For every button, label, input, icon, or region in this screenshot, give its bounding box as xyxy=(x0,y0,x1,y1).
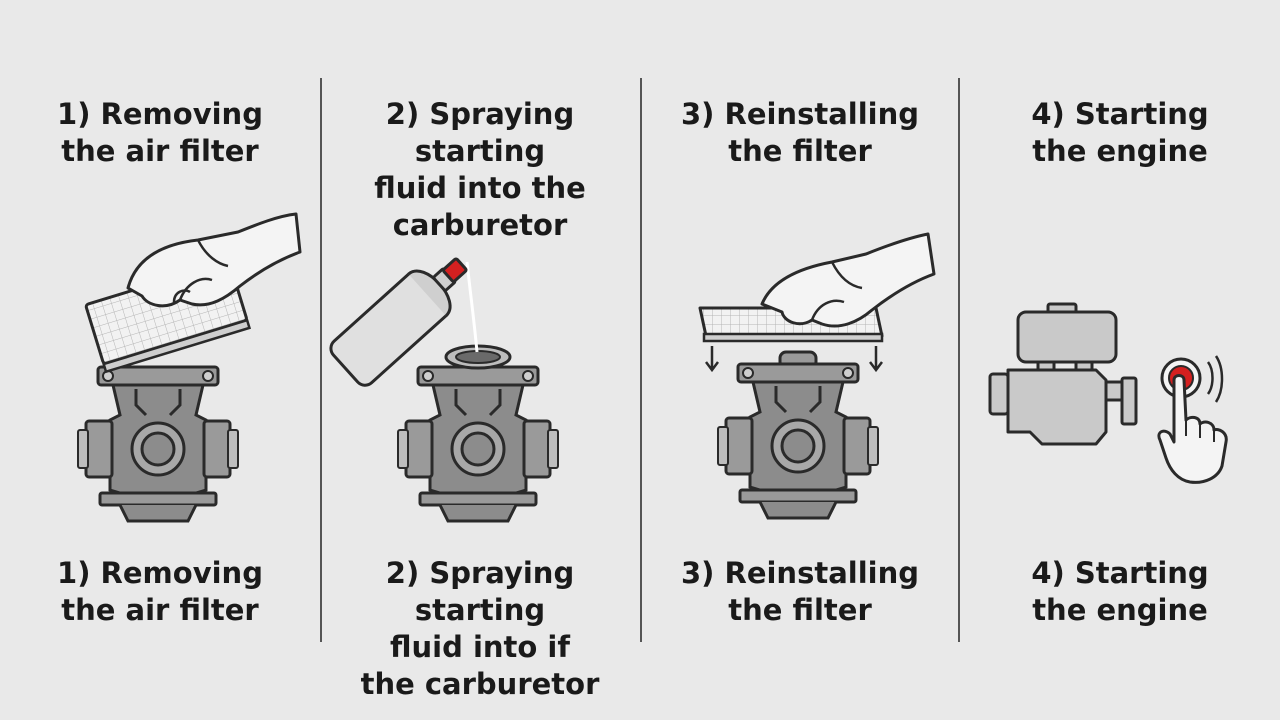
step-caption: 2) Spraying starting fluid into if the c… xyxy=(360,556,600,701)
reinstalling-filter-illustration xyxy=(698,232,936,520)
step-caption: 1) Removing the air filter xyxy=(57,556,263,627)
spray-can-icon xyxy=(329,257,468,387)
down-arrow-icon xyxy=(705,346,883,373)
starting-engine-illustration xyxy=(988,302,1228,484)
carburetor-icon xyxy=(716,350,880,520)
step-title: 4) Starting the engine xyxy=(1031,97,1209,168)
carburetor-icon xyxy=(76,365,240,523)
hand-icon xyxy=(126,212,302,308)
step-panel-2: 2) Spraying starting fluid into the carb… xyxy=(320,0,640,720)
step-caption: 3) Reinstalling the filter xyxy=(680,556,920,627)
divider xyxy=(640,78,642,642)
hand-icon xyxy=(760,232,936,328)
step-panel-3: 3) Reinstalling the filter 3) Reinstalli… xyxy=(640,0,960,720)
removing-filter-illustration xyxy=(76,212,302,523)
step-title: 2) Spraying starting fluid into the carb… xyxy=(374,97,586,242)
step-title: 3) Reinstalling the filter xyxy=(680,97,920,168)
step-title: 1) Removing the air filter xyxy=(57,97,263,168)
carburetor-icon xyxy=(396,344,560,523)
divider xyxy=(320,78,322,642)
pointing-hand-icon xyxy=(1157,374,1228,484)
step-panel-1: 1) Removing the air filter 1) Removing t… xyxy=(0,0,320,720)
step-caption: 4) Starting the engine xyxy=(1031,556,1209,627)
engine-icon xyxy=(988,302,1138,446)
spraying-fluid-illustration xyxy=(329,257,560,523)
divider xyxy=(958,78,960,642)
start-button-icon xyxy=(1160,355,1224,403)
step-panel-4: 4) Starting the engine 4) Starting the e… xyxy=(960,0,1280,720)
spray-stream xyxy=(465,261,479,353)
